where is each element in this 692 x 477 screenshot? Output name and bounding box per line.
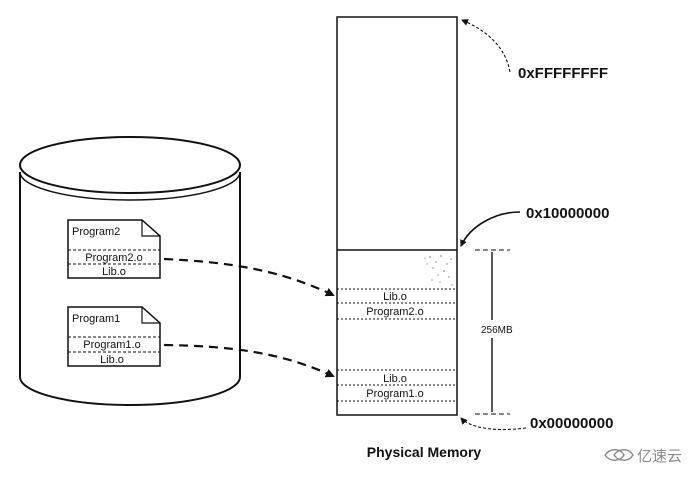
- memory-block-program2: Lib.o Program2.o: [337, 288, 457, 320]
- load-arrow-program2: [163, 257, 335, 297]
- memory-label-program1-o: Program1.o: [366, 388, 423, 400]
- memory-block-program1: Lib.o Program1.o: [337, 369, 457, 402]
- caption-physical-memory: Physical Memory: [367, 444, 482, 460]
- memory-label-lib-o: Lib.o: [383, 373, 407, 385]
- section-label-program2-o: Program2.o: [85, 252, 142, 264]
- load-arrow-program1: [163, 343, 335, 378]
- watermark-text: 亿速云: [637, 447, 682, 465]
- address-mid: 0x10000000: [526, 205, 609, 222]
- address-top: 0xFFFFFFFF: [518, 65, 608, 82]
- memory-label-program2-o: Program2.o: [366, 306, 423, 318]
- size-label-256mb: 256MB: [481, 325, 513, 336]
- file-program1: Program1 Program1.o Lib.o: [67, 306, 161, 367]
- address-pointer-top: [461, 19, 511, 73]
- file-name-program2: Program2: [72, 226, 120, 238]
- memory-texture: [424, 255, 453, 290]
- watermark-logo: 亿速云: [604, 447, 682, 465]
- section-label-lib-o: Lib.o: [102, 266, 126, 278]
- size-dimension: 256MB: [475, 249, 513, 415]
- section-label-program1-o: Program1.o: [83, 339, 140, 351]
- section-label-lib-o: Lib.o: [100, 354, 124, 366]
- memory-label-lib-o: Lib.o: [383, 291, 407, 303]
- address-pointer-bottom: [460, 417, 527, 431]
- file-program2: Program2 Program2.o Lib.o: [67, 219, 161, 279]
- physical-memory-column: [336, 16, 458, 416]
- file-name-program1: Program1: [72, 313, 120, 325]
- address-bottom: 0x00000000: [530, 415, 613, 432]
- address-pointer-mid: [460, 211, 521, 247]
